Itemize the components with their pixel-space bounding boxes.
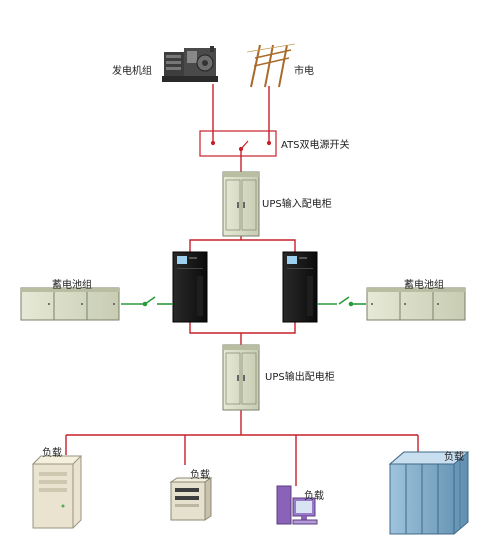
ats-switch-box bbox=[199, 130, 277, 157]
ups-output-cabinet-icon bbox=[222, 344, 260, 411]
utility-label: 市电 bbox=[294, 66, 314, 77]
battery-bank-right-icon bbox=[366, 287, 466, 321]
load-bus-line bbox=[65, 410, 419, 486]
server-small-icon bbox=[169, 477, 213, 521]
battery-link-left bbox=[121, 296, 173, 307]
power-lines bbox=[65, 84, 419, 486]
battery-right-label: 蓄电池组 bbox=[404, 280, 444, 291]
ups-to-output-bus-line bbox=[189, 322, 296, 345]
battery-link-right bbox=[317, 296, 366, 307]
load-label-4: 负载 bbox=[444, 452, 464, 463]
ups-unit-right-icon bbox=[282, 251, 318, 323]
ats-switch-contacts bbox=[210, 140, 272, 152]
server-tower-icon bbox=[31, 455, 83, 529]
ups-input-label: UPS输入配电柜 bbox=[262, 199, 332, 210]
generator-label: 发电机组 bbox=[112, 66, 152, 77]
battery-bank-left-icon bbox=[20, 287, 120, 321]
ups-unit-left-icon bbox=[172, 251, 208, 323]
generator-icon bbox=[162, 46, 218, 82]
ats-label: ATS双电源开关 bbox=[281, 140, 350, 151]
load-label-1: 负载 bbox=[42, 448, 62, 459]
ups-input-bus-line bbox=[189, 236, 296, 252]
ups-input-cabinet-icon bbox=[222, 171, 260, 237]
load-label-2: 负载 bbox=[190, 470, 210, 481]
load-label-3: 负载 bbox=[304, 491, 324, 502]
rack-cabinet-icon bbox=[388, 451, 470, 535]
ups-output-label: UPS输出配电柜 bbox=[265, 372, 335, 383]
battery-left-label: 蓄电池组 bbox=[52, 280, 92, 291]
utility-pole-icon bbox=[246, 43, 296, 88]
computer-icon bbox=[276, 485, 318, 525]
